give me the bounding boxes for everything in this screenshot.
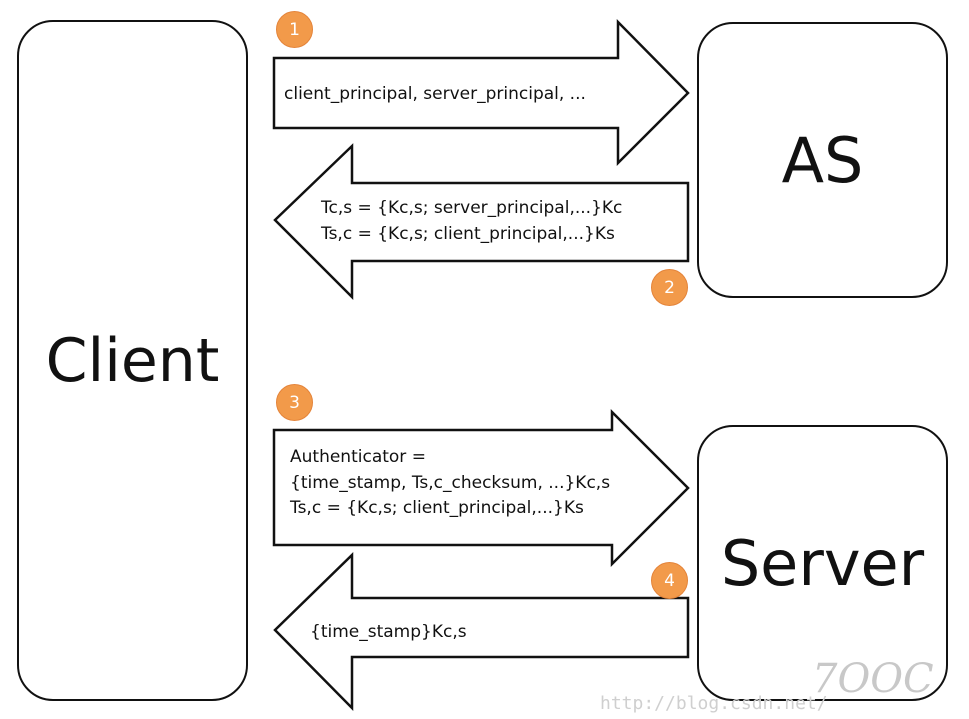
arrow-3-right — [272, 408, 690, 568]
step-4-message: {time_stamp}Kc,s — [310, 620, 467, 646]
step-3-line-3: Ts,c = {Kc,s; client_principal,...}Ks — [290, 498, 584, 518]
step-2-badge: 2 — [651, 269, 688, 306]
as-label: AS — [781, 123, 864, 197]
step-3-line-1: Authenticator = — [290, 447, 426, 467]
client-box: Client — [17, 20, 248, 701]
server-box: Server — [697, 425, 948, 701]
step-2-line-2: Ts,c = {Kc,s; client_principal,...}Ks — [321, 223, 615, 244]
step-1-badge: 1 — [276, 11, 313, 48]
client-label: Client — [45, 325, 220, 396]
step-1-number: 1 — [289, 19, 300, 40]
arrow-1-right — [272, 18, 690, 167]
arrow-4-left — [273, 552, 690, 712]
step-4-line-1: {time_stamp}Kc,s — [310, 622, 467, 642]
step-2-number: 2 — [664, 277, 675, 298]
step-1-message: client_principal, server_principal, ... — [284, 82, 586, 108]
step-3-badge: 3 — [276, 384, 313, 421]
step-4-number: 4 — [664, 570, 675, 591]
step-2-line-1: Tc,s = {Kc,s; server_principal,...}Kc — [321, 198, 623, 218]
watermark-logo: 7OOC — [812, 656, 934, 702]
step-3-line-2: {time_stamp, Ts,c_checksum, ...}Kc,s — [290, 472, 611, 493]
step-2-message: Tc,s = {Kc,s; server_principal,...}Kc Ts… — [321, 196, 622, 247]
watermark-url: http://blog.csdn.net/ — [600, 693, 828, 714]
as-box: AS — [697, 22, 948, 298]
step-1-line-1: client_principal, server_principal, ... — [284, 84, 586, 104]
step-4-badge: 4 — [651, 562, 688, 599]
step-3-number: 3 — [289, 392, 300, 413]
arrow-2-left — [273, 143, 690, 301]
step-3-message: Authenticator = {time_stamp, Ts,c_checks… — [290, 445, 610, 522]
server-label: Server — [720, 526, 925, 600]
